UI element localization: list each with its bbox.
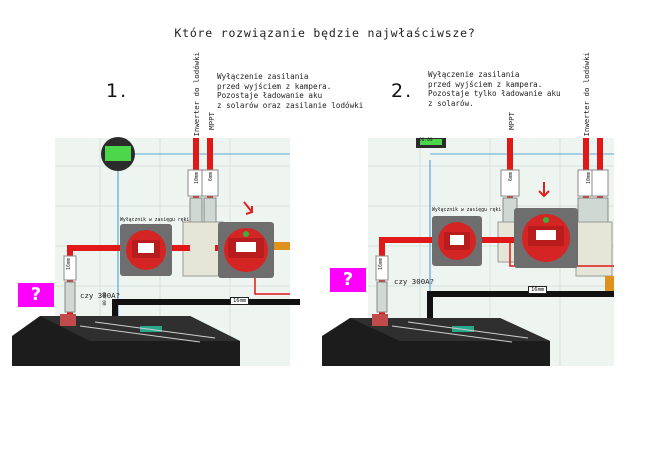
main-switch [514, 208, 578, 268]
panel-1-mppt-wire-label: 6mm [208, 172, 214, 182]
page-title: Które rozwiązanie będzie najwłaściwsze? [174, 26, 476, 40]
panel-1-amp-question: czy 300A? [80, 291, 121, 300]
panel-2-mppt-wire-label: 6mm [508, 172, 514, 182]
panel-2-mppt-label: MPPT [507, 112, 516, 130]
inverter-fuse [577, 169, 609, 223]
panel-1-switch-caption: Wyłącznik w zasięgu ręki [120, 218, 190, 223]
panel-2-inverter-wire-label: 10mm [586, 172, 592, 185]
panel-2-inverter-label: Inwerter do lodówki [582, 52, 591, 137]
panel-2-amp-question: czy 300A? [394, 277, 435, 286]
panel-2-switch-caption: Wyłącznik w zasięgu ręki [432, 208, 502, 213]
panel-1-question-mark: ? [18, 283, 54, 307]
battery-fuse-holder [376, 281, 388, 313]
hand-switch [432, 216, 482, 266]
panel-1-inverter-wire-label: 10mm [194, 172, 200, 185]
panel-1-note: Wyłączenie zasilania przed wyjściem z ka… [217, 72, 364, 110]
panel-1-diagram [12, 137, 300, 366]
panel-2-note: Wyłączenie zasilania przed wyjściem z ka… [428, 70, 561, 108]
panel-1-mppt-label: MPPT [207, 112, 216, 130]
panel-1-inverter-label: Inwerter do lodówki [192, 52, 201, 137]
panel-1-number: 1. [106, 80, 129, 102]
battery-icon [12, 314, 240, 366]
battery-fuse [63, 255, 77, 281]
panel-2-number: 2. [391, 80, 414, 102]
battery-meter-icon [101, 137, 135, 171]
mppt-fuse [500, 169, 520, 223]
battery-fuse-holder [64, 281, 76, 313]
battery-fuse [375, 255, 389, 281]
mppt-fuse [201, 169, 219, 223]
hand-switch [120, 224, 172, 276]
panel-2-meter-value: 00.00 [419, 138, 433, 143]
panel-2-battery-wire-label: 16mm [378, 258, 384, 271]
main-switch [218, 222, 274, 278]
panel-2-cable-label: 16mm [528, 286, 548, 294]
load-wire [509, 240, 614, 267]
panel-2-diagram [322, 138, 614, 366]
fuse-busbar [575, 221, 613, 277]
negative-bus-stub [605, 276, 614, 296]
battery-meter-icon [416, 138, 446, 148]
negative-cable [427, 291, 614, 324]
arrow-icon [243, 201, 253, 215]
negative-bus-stub [272, 242, 290, 250]
panel-2-question-mark: ? [330, 268, 366, 292]
panel-1-battery-wire-label: 16mm [66, 258, 72, 271]
panel-1-cable-label: 16mm [230, 297, 250, 305]
arrow-icon [538, 182, 550, 198]
battery-icon [322, 314, 550, 366]
